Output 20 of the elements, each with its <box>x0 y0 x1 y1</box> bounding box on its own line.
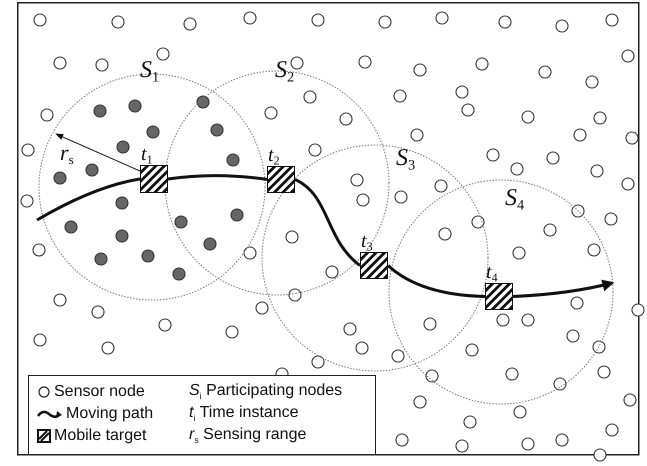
moving-path <box>36 178 140 222</box>
moving-path <box>512 280 614 298</box>
set-label: S$_{1}$ <box>140 58 160 85</box>
legend-text: Mobile target <box>54 427 146 445</box>
time-label: t$_{3}$ <box>361 231 373 253</box>
time-label: t$_{2}$ <box>268 145 280 167</box>
set-label: S$_{2}$ <box>275 58 294 85</box>
legend-text: t$_{i}$ Time instance <box>189 404 299 424</box>
moving-path <box>168 174 268 181</box>
legend-text: Sensor node <box>54 383 145 401</box>
legend-text: r$_{s}$ Sensing range <box>189 426 306 446</box>
time-label: t$_{4}$ <box>486 262 498 284</box>
time-label: t$_{1}$ <box>141 144 153 166</box>
legend-text: S$_{i}$ Participating nodes <box>189 382 342 402</box>
radius-label: r$_{s}$ <box>60 142 74 166</box>
moving-path <box>294 178 361 267</box>
legend-text: Moving path <box>66 405 154 423</box>
set-label: S$_{4}$ <box>505 186 524 213</box>
set-label: S$_{3}$ <box>396 146 416 173</box>
moving-path <box>387 264 486 298</box>
